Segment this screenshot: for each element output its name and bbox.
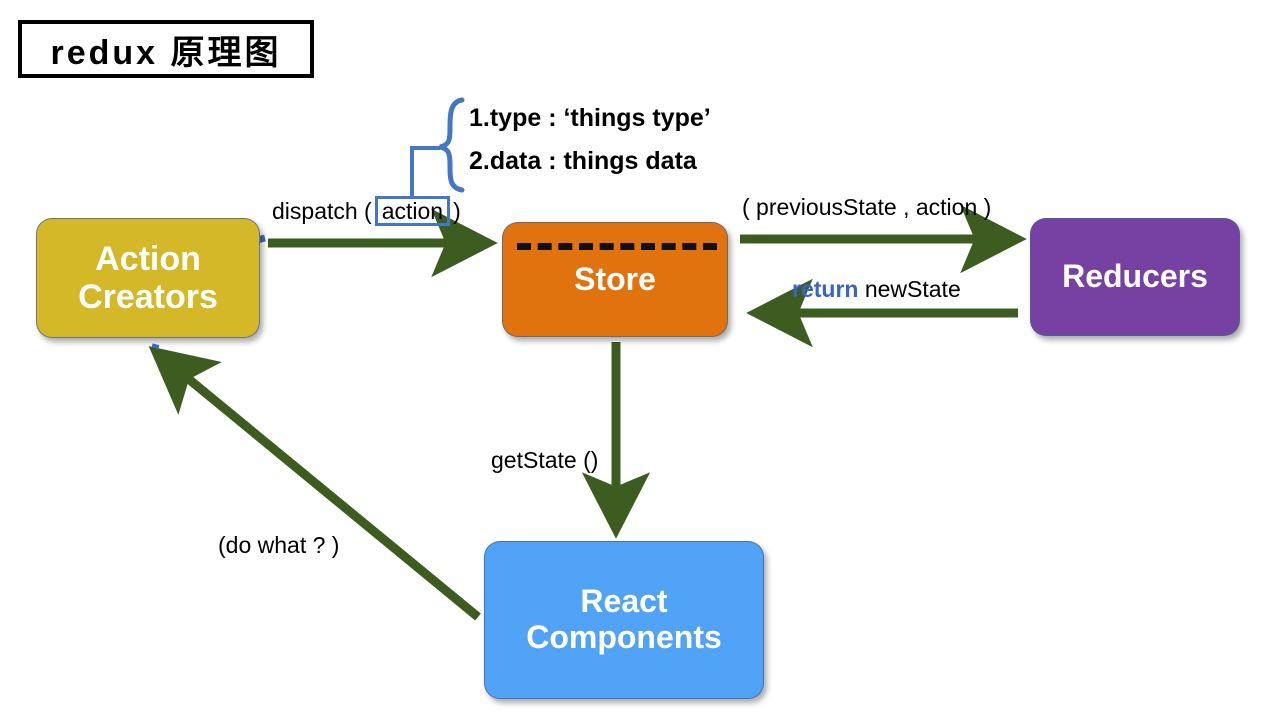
node-store-label: Store xyxy=(574,260,656,297)
node-action-creators[interactable]: Action Creators xyxy=(36,218,260,338)
diagram-title-box: redux 原理图 xyxy=(18,20,314,78)
return-value: newState xyxy=(864,276,961,302)
node-reducers-label: Reducers xyxy=(1062,258,1208,295)
annotation-line-type: 1.type : ‘things type’ xyxy=(469,104,711,132)
arrow-do-what xyxy=(148,346,481,621)
annotation-line-data: 2.data : things data xyxy=(469,147,697,175)
label-dispatch-prefix: dispatch ( xyxy=(272,198,372,224)
node-react-components-label: React Components xyxy=(526,583,722,656)
diagram-title-text: redux 原理图 xyxy=(50,33,282,72)
annotation-brace xyxy=(439,97,465,193)
store-dashed-divider xyxy=(517,243,717,250)
action-brace-connector xyxy=(410,146,440,196)
node-react-components-line1: React xyxy=(580,583,668,620)
node-react-components[interactable]: React Components xyxy=(484,541,764,699)
label-dispatch: dispatch (action) xyxy=(272,196,461,227)
label-dispatch-suffix: ) xyxy=(453,198,461,224)
action-chip: action xyxy=(374,196,451,227)
return-keyword: return xyxy=(792,276,859,302)
label-return-new-state: return newState xyxy=(792,276,961,303)
node-action-creators-line1: Action xyxy=(95,239,201,278)
label-get-state: getState () xyxy=(491,447,599,473)
node-reducers[interactable]: Reducers xyxy=(1030,218,1240,336)
label-previous-state: ( previousState , action ) xyxy=(742,194,992,220)
node-action-creators-label: Action Creators xyxy=(78,240,218,316)
node-store[interactable]: Store xyxy=(502,222,728,337)
node-action-creators-line2: Creators xyxy=(78,278,218,316)
node-react-components-line2: Components xyxy=(526,619,722,655)
label-do-what: (do what ? ) xyxy=(218,532,340,558)
